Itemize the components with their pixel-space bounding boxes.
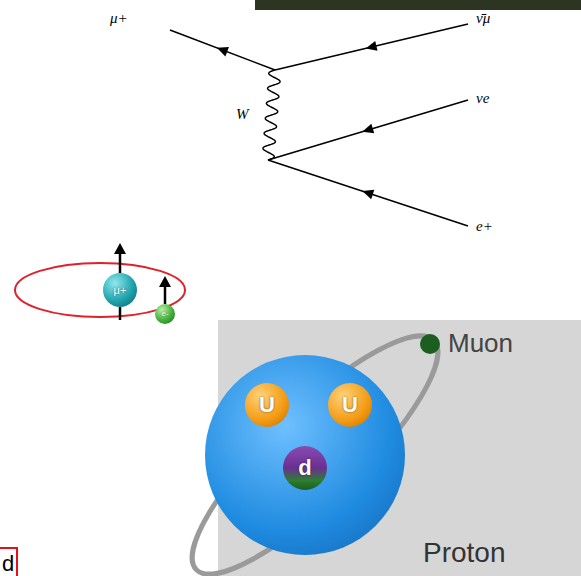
- fermion-arrow: [362, 190, 374, 199]
- muon-label: Muon: [448, 329, 513, 358]
- boson-label: W: [236, 106, 249, 123]
- particle-label: νe: [476, 90, 489, 107]
- node-heading: Proton: [423, 538, 506, 569]
- spin-arrow-tail: [119, 307, 122, 320]
- spin-arrow-shaft: [119, 251, 122, 273]
- electron-sphere: e-: [155, 304, 175, 324]
- muon-dot: [420, 334, 440, 354]
- up-quark: U: [245, 383, 289, 427]
- w-boson-line: [263, 70, 280, 160]
- down-quark: d: [283, 446, 327, 490]
- photo-strip: [255, 0, 581, 10]
- particle-label: e+: [476, 218, 493, 235]
- node-text: d: [298, 456, 311, 480]
- muon-orbit: [165, 308, 465, 576]
- particle-label: ν̄μ: [476, 10, 490, 27]
- fermion-line: [268, 100, 468, 160]
- fermion-line: [275, 24, 468, 70]
- up-quark: U: [328, 383, 372, 427]
- feynman-diagram: [170, 24, 468, 226]
- node-text: d: [2, 552, 14, 576]
- particle-label: μ+: [110, 10, 128, 27]
- node-text: U: [259, 393, 275, 417]
- spin-arrow-head: [114, 243, 126, 254]
- node-text: μ+: [114, 284, 127, 296]
- fermion-line: [268, 160, 468, 226]
- red-box: d: [0, 547, 18, 576]
- muon-sphere: μ+: [103, 273, 137, 307]
- node-text: U: [342, 393, 358, 417]
- fermion-line: [170, 30, 275, 70]
- fermion-arrow: [366, 41, 378, 51]
- proton-circle: ProtonUUd: [205, 355, 405, 555]
- fermion-arrow: [217, 47, 229, 56]
- spin-arrow-head: [159, 276, 171, 287]
- fermion-arrow: [362, 124, 374, 134]
- node-text: e-: [161, 310, 168, 319]
